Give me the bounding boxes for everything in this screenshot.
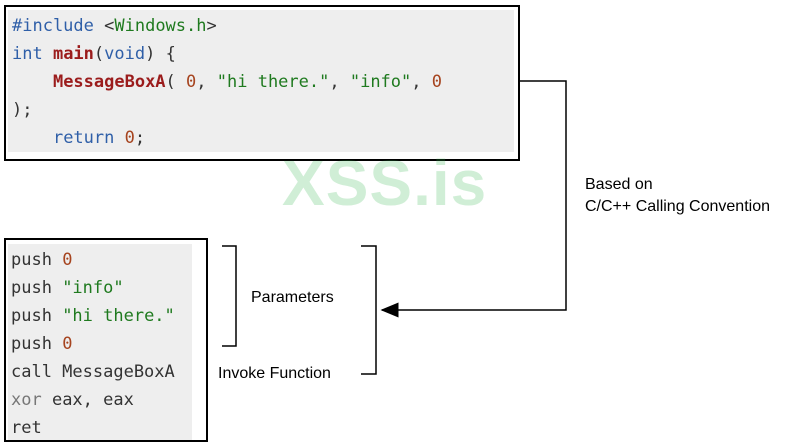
c-code-token: < (104, 16, 115, 36)
c-code-token: , (411, 72, 432, 92)
c-code-line-5: return 0; (12, 128, 145, 148)
asm-code-token: "hi there." (62, 306, 175, 326)
c-code-line-4: ); (12, 100, 32, 120)
c-code-token: 0 (186, 72, 197, 92)
asm-code-token: 0 (62, 334, 73, 354)
asm-block-bracket (361, 245, 377, 375)
c-code-token: ; (134, 128, 146, 148)
asm-code-line-2: push "info" (11, 278, 124, 298)
asm-code-token: xor (11, 390, 52, 410)
c-code-token: "info" (349, 72, 412, 92)
c-code-line-1: #include <Windows.h> (12, 16, 217, 36)
asm-code-token: 0 (62, 250, 73, 270)
asm-code-line-4: push 0 (11, 334, 72, 354)
parameters-bracket (222, 245, 237, 347)
c-code-token: Windows.h (114, 16, 207, 36)
c-code-token: ( (165, 72, 187, 92)
c-code-token: main (52, 44, 94, 64)
c-code-token: int (12, 44, 53, 64)
c-code-background (8, 10, 514, 152)
watermark-text: XSS.is (282, 147, 488, 219)
asm-code-token: eax, eax (51, 390, 134, 410)
asm-code-token: ret (11, 418, 42, 438)
asm-code-line-3: push "hi there." (11, 306, 175, 326)
c-code-token: ) { (145, 44, 176, 64)
c-code-token: > (206, 16, 217, 36)
c-code-token: 0 (124, 128, 135, 148)
c-code-token: "hi there." (216, 72, 330, 92)
invoke-function-label: Invoke Function (218, 365, 331, 382)
c-code-line-2: int main(void) { (12, 44, 176, 64)
parameters-label: Parameters (251, 289, 334, 306)
c-code-token: MessageBoxA (52, 72, 166, 92)
convention-label-line2: C/C++ Calling Convention (585, 198, 770, 215)
c-code-token: #include (12, 16, 105, 36)
asm-code-background (8, 244, 192, 440)
asm-code-line-7: ret (11, 418, 42, 438)
asm-code-token: push (11, 278, 63, 298)
asm-code-token: push (11, 334, 63, 354)
convention-arrow (380, 80, 567, 318)
c-code-token: ); (12, 100, 33, 120)
c-code-token: return (52, 128, 125, 148)
asm-code-line-6: xor eax, eax (11, 390, 134, 410)
convention-label-line1: Based on (585, 176, 653, 193)
asm-code-token: push (11, 250, 63, 270)
asm-code-line-5: call MessageBoxA (11, 362, 175, 382)
c-code-token: ( (93, 44, 105, 64)
c-code-token: , (329, 72, 350, 92)
c-code-token: , (196, 72, 217, 92)
c-code-token: 0 (431, 72, 442, 92)
asm-code-token: push (11, 306, 63, 326)
c-code-token: void (104, 44, 146, 64)
asm-code-line-1: push 0 (11, 250, 72, 270)
asm-code-token: call MessageBoxA (11, 362, 175, 382)
c-code-line-3: MessageBoxA( 0, "hi there.", "info", 0 (12, 72, 442, 92)
asm-code-token: "info" (62, 278, 124, 298)
